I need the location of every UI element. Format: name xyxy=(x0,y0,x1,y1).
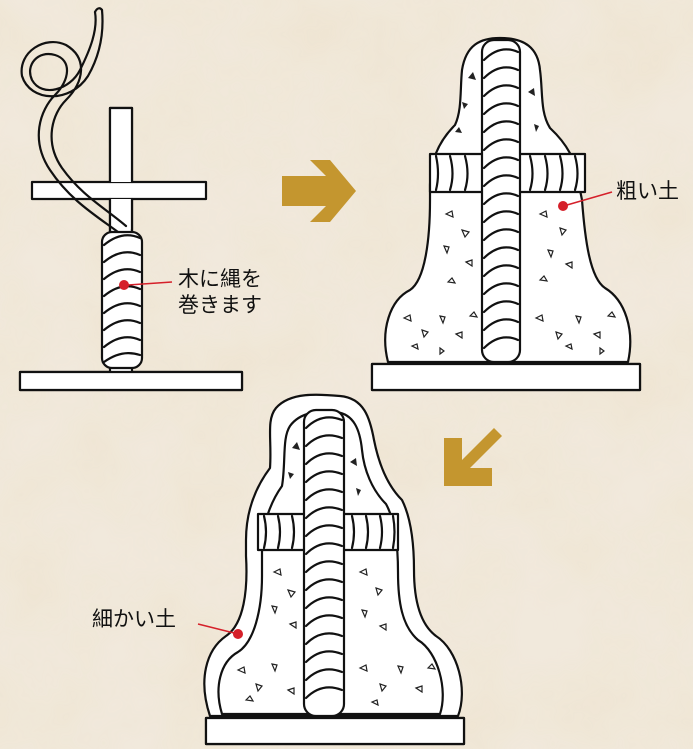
arrow-down-left-icon xyxy=(444,428,502,486)
step1-pointer-line xyxy=(127,281,173,286)
step1-wood-cross xyxy=(18,7,244,392)
step3-rope xyxy=(302,408,346,718)
step2-rope xyxy=(480,38,522,364)
label-fine-soil: 細かい土 xyxy=(92,607,176,631)
arrow-right-icon xyxy=(282,160,356,222)
label-coarse-soil: 粗い土 xyxy=(616,179,679,203)
label-rope-on-wood-line1: 木に縄を xyxy=(178,267,262,291)
step1-pointer-dot xyxy=(119,280,129,290)
step2-pointer-dot xyxy=(558,201,568,211)
step3-fine-soil-figure xyxy=(197,393,466,746)
step1-crossbar xyxy=(30,180,208,201)
label-rope-on-wood-line2: 巻きます xyxy=(178,293,262,317)
step3-pointer-line xyxy=(197,623,235,634)
step1-wound-rope xyxy=(100,230,144,370)
step2-pointer-line xyxy=(566,191,613,206)
step2-coarse-soil-figure xyxy=(370,36,642,392)
step2-coarse-specks xyxy=(402,72,617,356)
step3-pointer-dot xyxy=(233,629,243,639)
step3-coarse-specks xyxy=(236,442,437,707)
